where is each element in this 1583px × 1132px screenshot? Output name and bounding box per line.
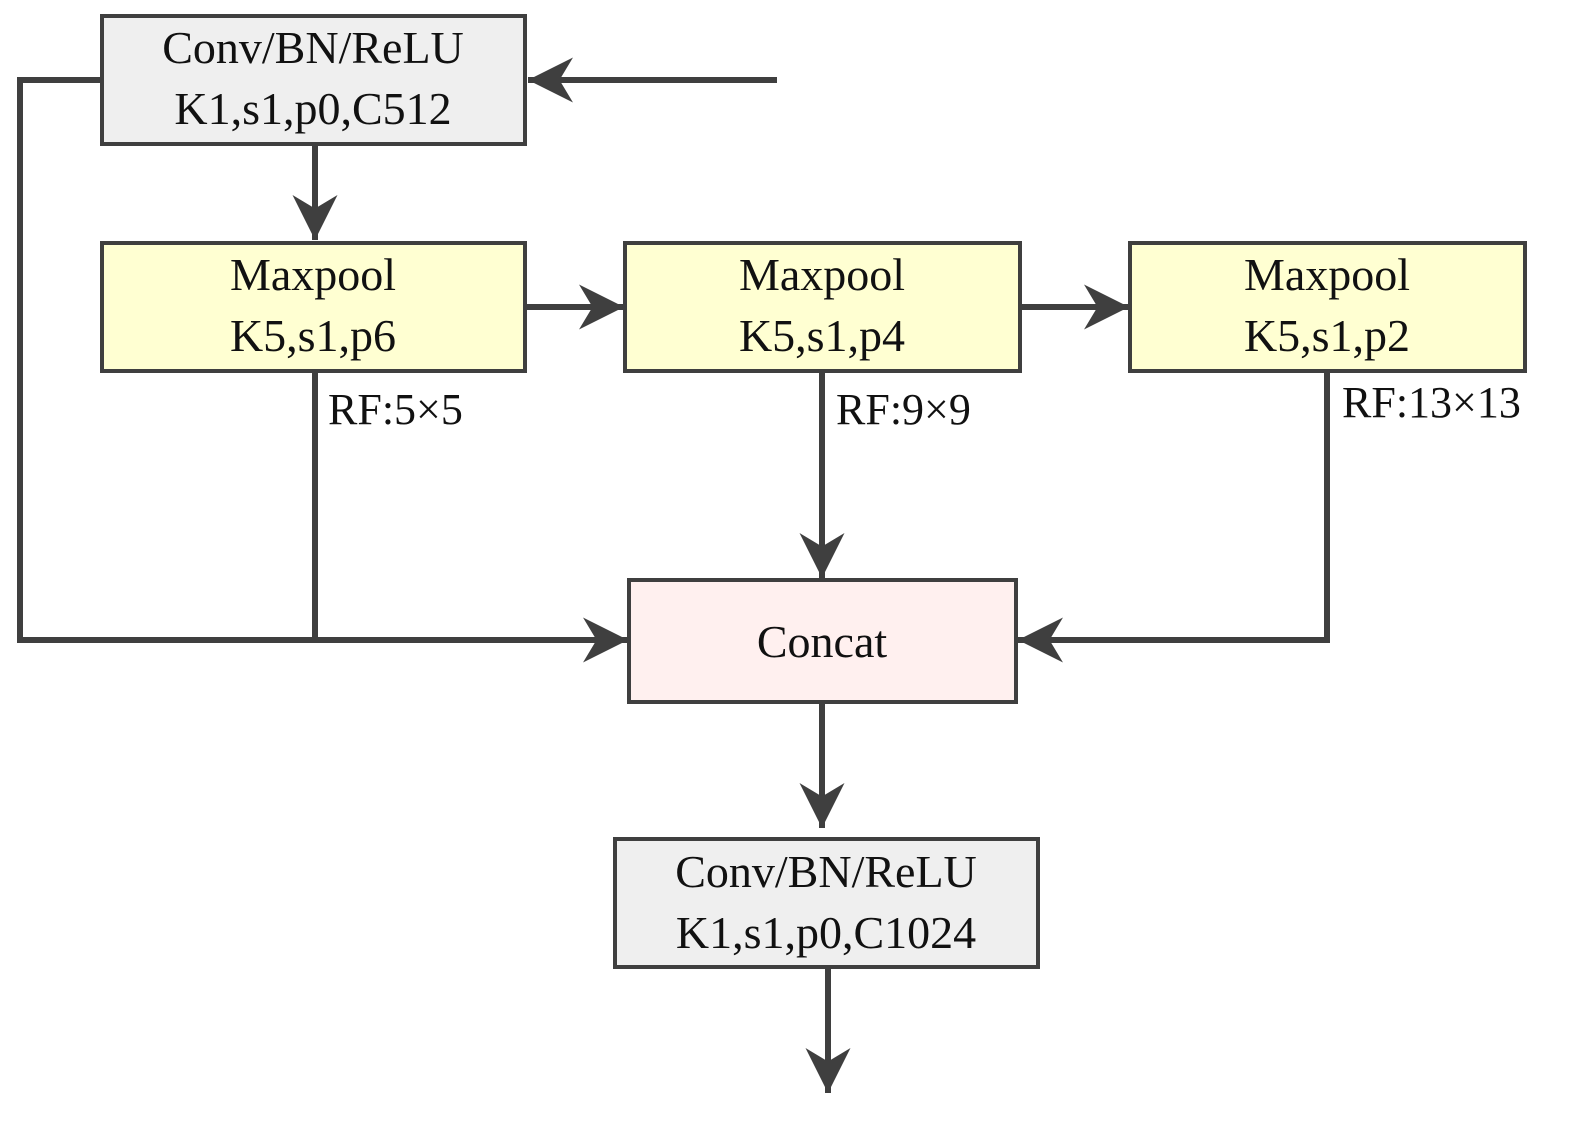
conv-input-box bbox=[100, 14, 527, 146]
conv-input-line2: K1,s1,p0,C512 bbox=[174, 83, 451, 134]
concat-block: Concat bbox=[627, 578, 1018, 704]
conv-output-block: Conv/BN/ReLU K1,s1,p0,C1024 bbox=[613, 837, 1040, 969]
maxpool-3-box bbox=[1128, 241, 1527, 373]
maxpool-1-line2: K5,s1,p6 bbox=[230, 310, 396, 361]
maxpool-1-line1: Maxpool bbox=[230, 249, 396, 300]
rf-label-pool1: RF:5×5 bbox=[328, 385, 463, 434]
skip-branch-line bbox=[17, 77, 315, 643]
maxpool-3-block: Maxpool K5,s1,p2 bbox=[1128, 241, 1527, 373]
maxpool-3-line1: Maxpool bbox=[1244, 249, 1410, 300]
receptive-field-labels: RF:5×5 RF:9×9 RF:13×13 bbox=[328, 378, 1521, 434]
maxpool-2-box bbox=[623, 241, 1022, 373]
maxpool-2-line2: K5,s1,p4 bbox=[739, 310, 905, 361]
conv-input-block: Conv/BN/ReLU K1,s1,p0,C512 bbox=[100, 14, 527, 146]
rf-label-pool2: RF:9×9 bbox=[836, 385, 971, 434]
conv-output-line1: Conv/BN/ReLU bbox=[675, 846, 977, 897]
edges bbox=[17, 57, 1330, 1093]
maxpool-1-box bbox=[100, 241, 527, 373]
conv-input-line1: Conv/BN/ReLU bbox=[162, 22, 464, 73]
maxpool-1-block: Maxpool K5,s1,p6 bbox=[100, 241, 527, 373]
concat-box bbox=[627, 578, 1018, 704]
pool3-to-concat-arrow bbox=[1018, 371, 1330, 663]
conv-output-line2: K1,s1,p0,C1024 bbox=[676, 907, 976, 958]
concat-label: Concat bbox=[757, 616, 888, 667]
maxpool-2-block: Maxpool K5,s1,p4 bbox=[623, 241, 1022, 373]
rf-label-pool3: RF:13×13 bbox=[1342, 378, 1521, 427]
maxpool-3-line2: K5,s1,p2 bbox=[1244, 310, 1410, 361]
maxpool-2-line1: Maxpool bbox=[739, 249, 905, 300]
conv-output-box bbox=[613, 837, 1040, 969]
